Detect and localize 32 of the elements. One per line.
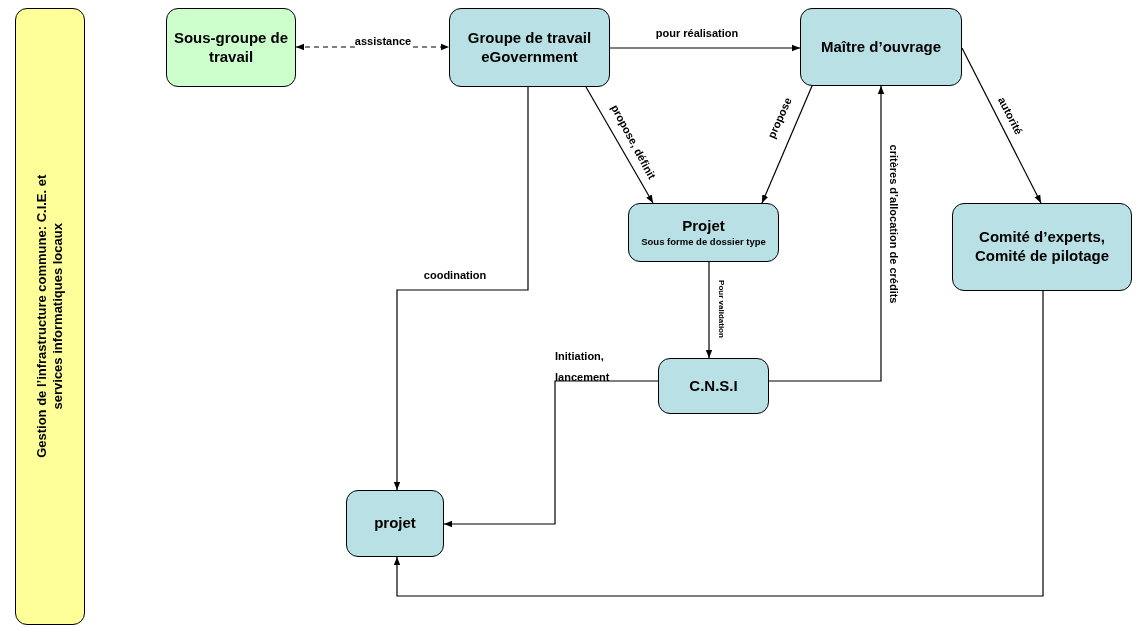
- process-box: [628, 203, 779, 262]
- process-box: [800, 8, 962, 86]
- node-label: Gestion de l’infrastructure commune: C.I.E. et services informatiques locaux: [33, 173, 66, 461]
- arrow: [705, 261, 713, 359]
- arrow: [443, 380, 659, 528]
- process-box: [658, 358, 769, 414]
- process-box: [346, 490, 444, 557]
- arrow: [961, 47, 1042, 204]
- node-subtitle: Sous forme de dossier type: [641, 235, 766, 248]
- node-label: Maître d’ouvrage: [821, 37, 941, 57]
- edge-label: pour réalisation: [655, 27, 739, 41]
- arrow: [393, 86, 529, 491]
- edge-label: Pour validation: [716, 280, 726, 338]
- node-label: Projet: [682, 217, 725, 236]
- node-label: Sous-groupe de travail: [172, 28, 290, 67]
- edge-label: Initiation, lancement: [555, 349, 611, 385]
- arrow: [768, 85, 885, 382]
- edge-label: coodination: [423, 269, 487, 283]
- node-label: Groupe de travail eGovernment: [466, 28, 593, 67]
- process-box: [166, 8, 296, 87]
- node-label: C.N.S.I: [689, 376, 738, 396]
- node-label: projet: [374, 514, 416, 533]
- arrow: [761, 85, 813, 204]
- node-label: Comité d’experts, Comité de pilotage: [973, 228, 1111, 266]
- arrow: [585, 86, 654, 204]
- arrow: [609, 44, 801, 52]
- edge-label: critères d’allocation de crédits: [886, 144, 900, 304]
- band: [15, 8, 85, 625]
- process-box: [952, 203, 1132, 291]
- edge-label: assistance: [354, 35, 412, 49]
- process-box: [449, 8, 610, 87]
- arrow: [393, 290, 1044, 597]
